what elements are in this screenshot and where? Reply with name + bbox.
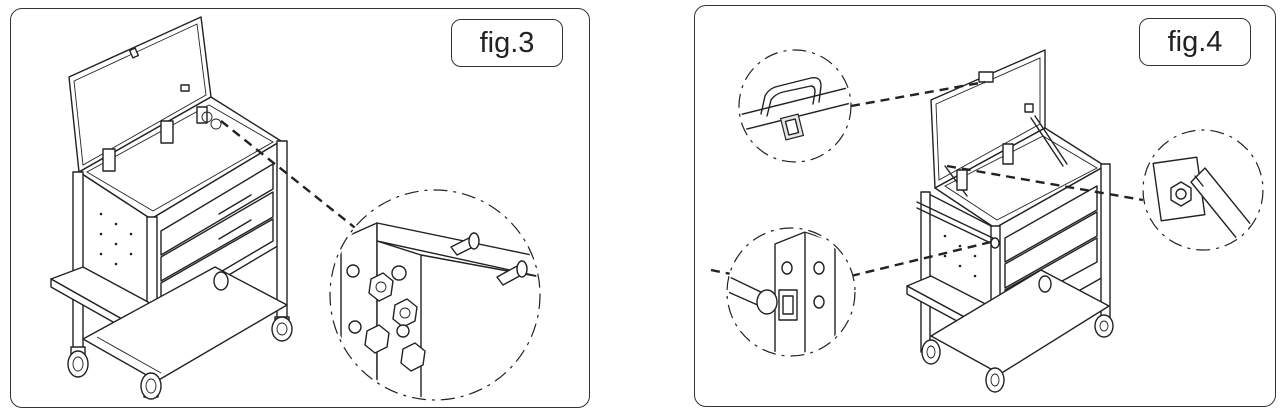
side-handle-detail <box>726 227 856 357</box>
bolt-nut-detail <box>450 232 528 286</box>
caster-wheel-icon <box>67 271 293 400</box>
figure-label: fig.4 <box>1139 18 1251 66</box>
figure-panel-4: fig.4 <box>694 5 1276 407</box>
tool-cart-drawing <box>50 16 541 401</box>
figure-panel-3: fig.3 <box>10 8 590 408</box>
figure-label: fig.3 <box>451 19 563 67</box>
gas-strut-detail <box>1142 129 1264 251</box>
detail-magnifier-circle <box>329 189 541 401</box>
handle-detail <box>738 49 852 163</box>
caster-wheel-icon <box>921 275 1114 393</box>
tool-cart-drawing <box>710 49 1264 393</box>
